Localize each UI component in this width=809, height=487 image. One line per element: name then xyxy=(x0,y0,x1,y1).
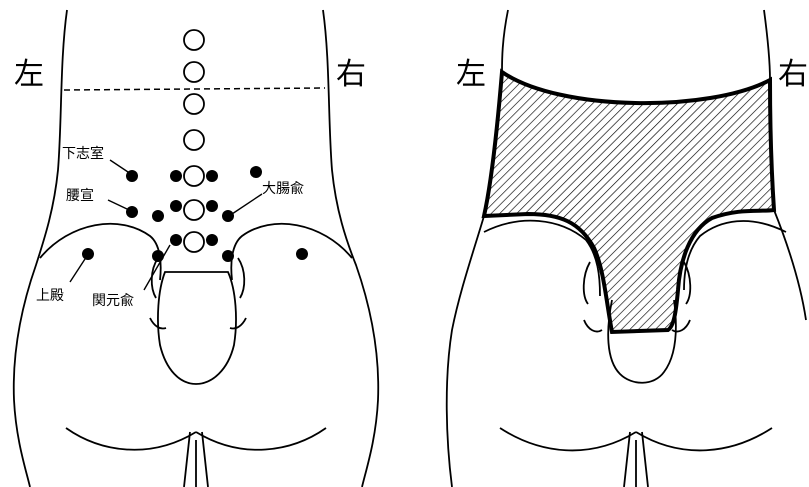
leader-line-xia-zhi-shi xyxy=(110,160,128,172)
acupoint-dot xyxy=(222,250,234,262)
shaded-treatment-area xyxy=(484,72,774,332)
gluteal-fold-left xyxy=(66,428,196,450)
right-hip-curve-right xyxy=(684,221,786,290)
iliac-crest-dashed-line xyxy=(64,88,325,90)
label-xia-zhi-shi: 下志室 xyxy=(62,145,104,162)
left-figure xyxy=(14,10,379,487)
acupoint-dot xyxy=(222,210,234,222)
sacral-hook-right xyxy=(238,258,244,298)
label-shang-dian: 上殿 xyxy=(36,288,64,304)
left-hip-curve xyxy=(40,224,161,280)
right-figure-left-side-label: 左 xyxy=(456,57,486,92)
vertebra-marker xyxy=(184,166,204,186)
gluteal-cleft xyxy=(184,432,208,487)
acupoint-dot xyxy=(250,166,262,178)
vertebra-marker xyxy=(184,62,204,82)
acupoint-dot xyxy=(206,234,218,246)
acupoint-dot xyxy=(126,206,138,218)
sacral-hook-right-2 xyxy=(230,318,246,329)
right-gluteal-fold-right xyxy=(636,428,772,450)
leader-line-shang-dian xyxy=(70,259,85,282)
acupoint-dot xyxy=(152,210,164,222)
right-figure xyxy=(447,10,806,487)
label-guan-yuan-shu: 関元兪 xyxy=(92,293,134,309)
vertebra-marker xyxy=(184,30,204,50)
leader-line-da-chang-shu xyxy=(232,194,262,214)
label-yao-xuan: 腰宣 xyxy=(66,188,94,204)
vertebra-marker xyxy=(184,130,204,150)
sacral-hook-left xyxy=(152,258,158,298)
vertebra-marker xyxy=(184,232,204,252)
right-hook-left xyxy=(584,262,590,304)
leader-line-yao-xuan xyxy=(108,200,127,209)
acupoint-dot xyxy=(170,200,182,212)
acupoint-dot xyxy=(170,170,182,182)
right-gluteal-cleft xyxy=(624,432,648,487)
acupoint-dot xyxy=(296,248,308,260)
right-side-label: 右 xyxy=(336,57,366,92)
label-da-chang-shu: 大腸兪 xyxy=(262,181,304,197)
gluteal-fold-right xyxy=(196,428,326,450)
right-hip-curve xyxy=(231,224,352,280)
vertebra-marker xyxy=(184,200,204,220)
right-figure-right-side-label: 右 xyxy=(778,57,808,92)
acupoint-dot xyxy=(170,234,182,246)
acupoint-dot xyxy=(206,170,218,182)
acupoint-dot xyxy=(152,250,164,262)
vertebra-marker xyxy=(184,94,204,114)
left-side-label: 左 xyxy=(14,57,44,92)
sacrum-outline xyxy=(158,272,236,384)
acupoint-dot xyxy=(206,200,218,212)
right-gluteal-fold-left xyxy=(500,428,636,450)
acupoint-dot xyxy=(82,248,94,260)
right-hook-left-2 xyxy=(584,320,602,332)
